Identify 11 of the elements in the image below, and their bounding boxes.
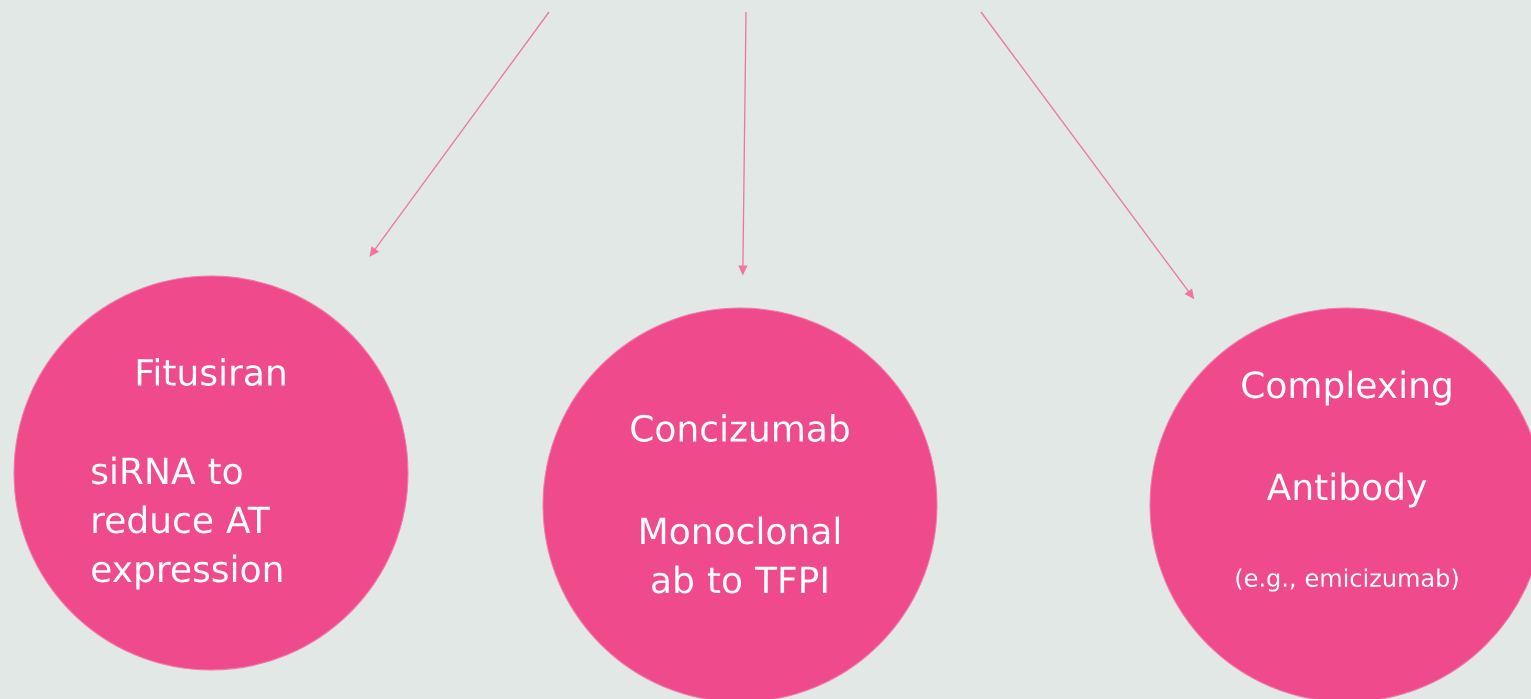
circle-text: Antibody [1267,472,1427,508]
circle-text: (e.g., emicizumab) [1236,568,1458,592]
circle-text: Fitusiran [137,358,285,386]
circle-text: Complexing [1242,370,1451,406]
circle [13,275,409,671]
circle [1149,307,1531,699]
circle-text: siRNA to reduce AT expression [92,456,282,590]
circle-text: Monoclonal ab to TFPI [641,516,839,594]
circle-text: Concizumab [631,414,849,442]
arrow [369,11,550,257]
circle [542,307,938,699]
